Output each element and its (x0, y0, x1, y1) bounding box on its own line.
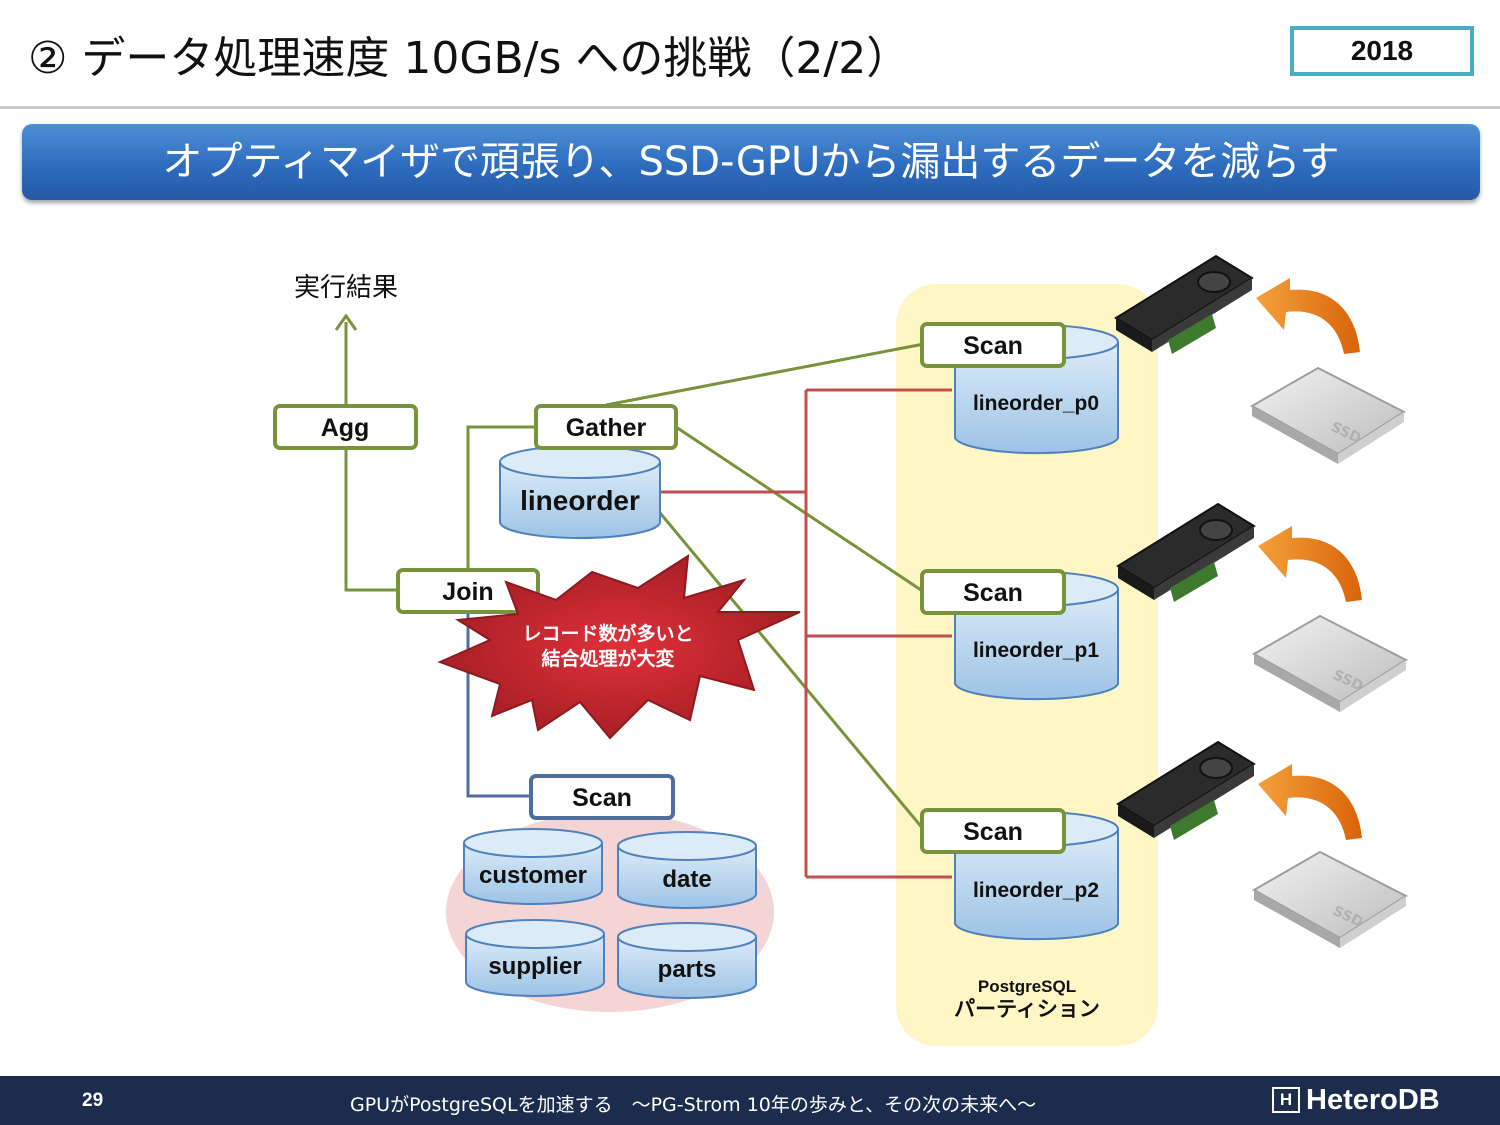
ssd-icon: SSD (1251, 614, 1409, 712)
partition-caption-line1: PostgreSQL (978, 977, 1076, 996)
table-parts: parts (617, 922, 757, 999)
node-scan-p2-label: Scan (963, 818, 1023, 846)
gpu-card-icon (1114, 254, 1254, 354)
ssd-icon: SSD (1251, 850, 1409, 948)
node-agg: Agg (273, 404, 418, 450)
logo-text: HeteroDB (1306, 1083, 1440, 1116)
footer-bar: 29 GPUがPostgreSQLを加速する ～PG-Strom 10年の歩みと… (0, 1076, 1500, 1125)
node-scan-p1: Scan (920, 569, 1066, 615)
node-scan-p2: Scan (920, 808, 1066, 854)
node-scan-p1-label: Scan (963, 579, 1023, 607)
node-scan-dimensions: Scan (529, 774, 675, 820)
title-divider (0, 106, 1500, 109)
table-lineorder-p0-label: lineorder_p0 (973, 392, 1099, 415)
node-gather-label: Gather (566, 414, 647, 442)
table-supplier: supplier (465, 919, 605, 997)
result-label: 実行結果 (294, 273, 398, 303)
node-scan-dimensions-label: Scan (572, 784, 632, 812)
footer-subtitle: GPUがPostgreSQLを加速する ～PG-Strom 10年の歩みと、その… (350, 1094, 1037, 1116)
node-scan-p0: Scan (920, 322, 1066, 368)
gpu-card-icon (1116, 740, 1256, 840)
table-date: date (617, 831, 757, 909)
join-to-scan-edge (466, 612, 532, 798)
gpu-card-icon (1116, 502, 1256, 602)
partition-caption-line2: パーティション (954, 997, 1100, 1021)
result-arrow (334, 313, 358, 404)
table-parts-label: parts (658, 956, 717, 983)
heterodb-logo: H HeteroDB (1272, 1084, 1440, 1116)
table-lineorder: lineorder (499, 445, 661, 539)
warning-burst: レコード数が多いと 結合処理が大変 (437, 554, 801, 740)
logo-mark-icon: H (1272, 1087, 1300, 1113)
table-customer-label: customer (479, 862, 587, 889)
node-agg-label: Agg (321, 414, 370, 442)
data-flow-arrow-icon (1258, 764, 1362, 840)
node-gather: Gather (534, 404, 678, 450)
node-scan-p0-label: Scan (963, 332, 1023, 360)
table-customer: customer (463, 828, 603, 905)
data-flow-arrow-icon (1256, 278, 1360, 354)
data-flow-arrow-icon (1258, 526, 1362, 602)
plan-edges (344, 425, 536, 592)
headline-banner: オプティマイザで頑張り、SSD-GPUから漏出するデータを減らす (22, 124, 1480, 200)
warning-burst-line2: 結合処理が大変 (541, 647, 674, 670)
node-join-label: Join (442, 578, 493, 606)
table-lineorder-label: lineorder (520, 485, 640, 516)
page-number: 29 (82, 1090, 104, 1111)
slide-title: ② データ処理速度 10GB/s への挑戦（2/2） (28, 33, 911, 84)
table-date-label: date (662, 866, 711, 893)
node-join: Join (396, 568, 540, 614)
table-lineorder-p1-label: lineorder_p1 (973, 639, 1099, 662)
table-lineorder-p2-label: lineorder_p2 (973, 879, 1099, 902)
ssd-icon: SSD (1249, 366, 1407, 464)
warning-burst-line1: レコード数が多いと (522, 622, 693, 645)
year-badge: 2018 (1290, 26, 1474, 76)
query-plan-diagram: 実行結果 lineorder lineorder_p0 lineorder_p1 (273, 254, 1409, 1046)
partition-edges (660, 388, 952, 879)
table-supplier-label: supplier (488, 953, 581, 980)
